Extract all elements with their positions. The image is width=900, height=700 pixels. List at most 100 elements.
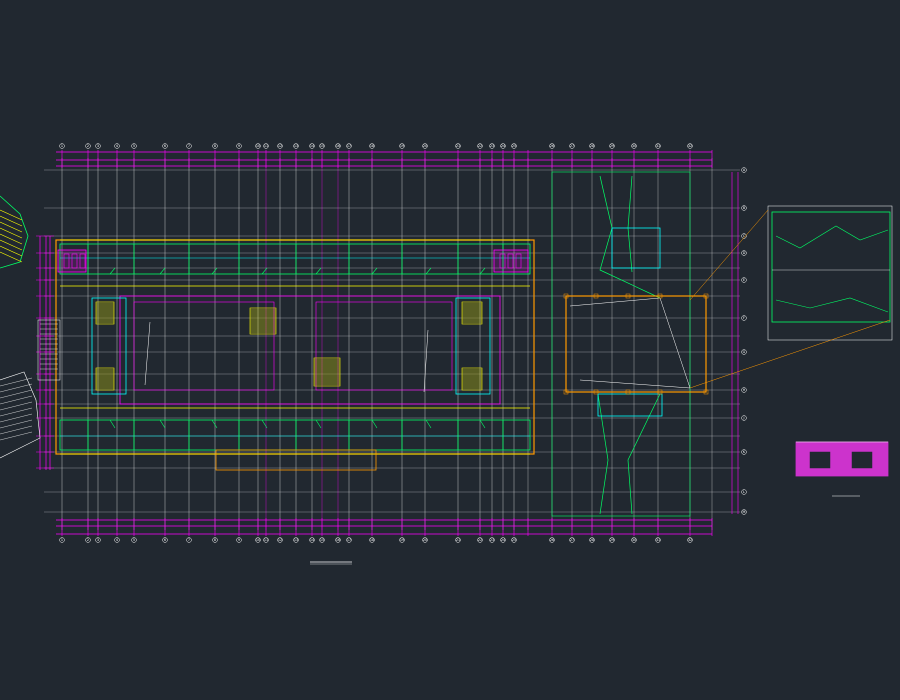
axis-label-bottom: 3 xyxy=(97,538,99,542)
axis-bubble-top xyxy=(85,143,91,149)
courtyard-hatch-line xyxy=(144,321,151,386)
axis-bubble-bottom xyxy=(455,537,461,543)
axis-label-top: 28 xyxy=(590,144,594,148)
left-partial-hatch xyxy=(0,239,23,251)
left-partial-hatch xyxy=(0,407,33,417)
axis-label-top: 10 xyxy=(256,144,260,148)
axis-label-top: 18 xyxy=(370,144,374,148)
door-swing xyxy=(159,419,166,429)
axis-label-top: 14 xyxy=(310,144,314,148)
axis-bubble-bottom xyxy=(162,537,168,543)
axis-bubble-top xyxy=(59,143,65,149)
column xyxy=(593,293,599,299)
axis-bubble-top xyxy=(162,143,168,149)
door-swing xyxy=(315,267,322,275)
axis-label-bottom: 10 xyxy=(256,538,260,542)
courtyard-hatch-line xyxy=(423,329,429,393)
left-partial-hatch xyxy=(0,377,33,387)
axis-bubble-bottom xyxy=(609,537,615,543)
door-swing xyxy=(261,419,268,429)
left-partial-hatch xyxy=(0,227,23,239)
axis-label-top: 21 xyxy=(456,144,460,148)
axis-bubble-bottom xyxy=(655,537,661,543)
left-partial-plan-2 xyxy=(0,371,41,459)
axis-bubble-bottom xyxy=(131,537,137,543)
axis-label-bottom: 26 xyxy=(550,538,554,542)
axis-bubble-side xyxy=(741,415,747,421)
axis-bubble-top xyxy=(687,143,693,149)
axis-bubble-top xyxy=(335,143,341,149)
axis-bubble-bottom xyxy=(309,537,315,543)
door-swing xyxy=(371,267,378,275)
axis-label-top: 13 xyxy=(294,144,298,148)
axis-label-top: 27 xyxy=(570,144,574,148)
axis-bubble-bottom xyxy=(59,537,65,543)
door-swing xyxy=(425,419,432,429)
auditorium-inner xyxy=(569,297,691,389)
axis-label-bottom: 29 xyxy=(610,538,614,542)
axis-label-top: 7 xyxy=(188,144,190,148)
toilet-stall xyxy=(63,253,70,269)
west-stair-core xyxy=(91,297,127,395)
door-swing xyxy=(425,267,432,275)
column xyxy=(703,389,709,395)
axis-label-top: 24 xyxy=(501,144,505,148)
toilet-stall xyxy=(515,253,522,269)
axis-label-bottom: 15 xyxy=(320,538,324,542)
column xyxy=(563,389,569,395)
toilet-block-east xyxy=(493,249,529,273)
axis-bubble-side xyxy=(741,250,747,256)
axis-label-top: 15 xyxy=(320,144,324,148)
axis-bubble-top xyxy=(511,143,517,149)
axis-bubble-bottom xyxy=(569,537,575,543)
axis-bubble-top xyxy=(255,143,261,149)
axis-bubble-top xyxy=(186,143,192,149)
axis-bubble-side xyxy=(741,387,747,393)
door-swing xyxy=(371,419,378,429)
hall-wall-north-2 xyxy=(627,175,633,273)
axis-bubble-top xyxy=(114,143,120,149)
axis-label-bottom: 9 xyxy=(238,538,240,542)
axis-label-bottom: 7 xyxy=(188,538,190,542)
axis-label-side: G xyxy=(743,350,746,354)
axis-bubble-side xyxy=(741,449,747,455)
axis-bubble-bottom xyxy=(95,537,101,543)
axis-bubble-top xyxy=(609,143,615,149)
axis-bubble-top xyxy=(455,143,461,149)
axis-label-top: 22 xyxy=(478,144,482,148)
axis-bubble-bottom xyxy=(319,537,325,543)
axis-label-top: 11 xyxy=(264,144,268,148)
axis-label-bottom: 5 xyxy=(133,538,135,542)
door-swing xyxy=(479,419,486,429)
door-swing xyxy=(109,267,116,275)
toilet-stall xyxy=(507,253,514,269)
axis-bubble-bottom xyxy=(346,537,352,543)
left-partial-hatch xyxy=(0,395,33,405)
axis-label-bottom: 1 xyxy=(61,538,63,542)
detail-line xyxy=(775,225,889,249)
axis-label-bottom: 32 xyxy=(688,538,692,542)
axis-bubble-bottom xyxy=(687,537,693,543)
axis-bubble-bottom xyxy=(236,537,242,543)
column xyxy=(593,389,599,395)
door-swing xyxy=(159,267,166,275)
left-partial-hatch xyxy=(0,215,23,227)
stair-northeast xyxy=(461,301,483,325)
door-swing xyxy=(479,267,486,275)
east-stair-core xyxy=(455,297,491,395)
axis-label-side: K xyxy=(743,450,746,454)
axis-bubble-top xyxy=(277,143,283,149)
axis-label-bottom: 19 xyxy=(400,538,404,542)
axis-label-top: 6 xyxy=(164,144,166,148)
left-partial-hatch xyxy=(0,413,33,423)
axis-label-top: 17 xyxy=(347,144,351,148)
axis-label-bottom: 4 xyxy=(116,538,118,542)
hall-wall-south-2 xyxy=(627,393,661,515)
axis-bubble-side xyxy=(741,489,747,495)
axis-label-top: 23 xyxy=(490,144,494,148)
axis-bubble-side xyxy=(741,205,747,211)
axis-label-bottom: 31 xyxy=(656,538,660,542)
axis-label-bottom: 13 xyxy=(294,538,298,542)
